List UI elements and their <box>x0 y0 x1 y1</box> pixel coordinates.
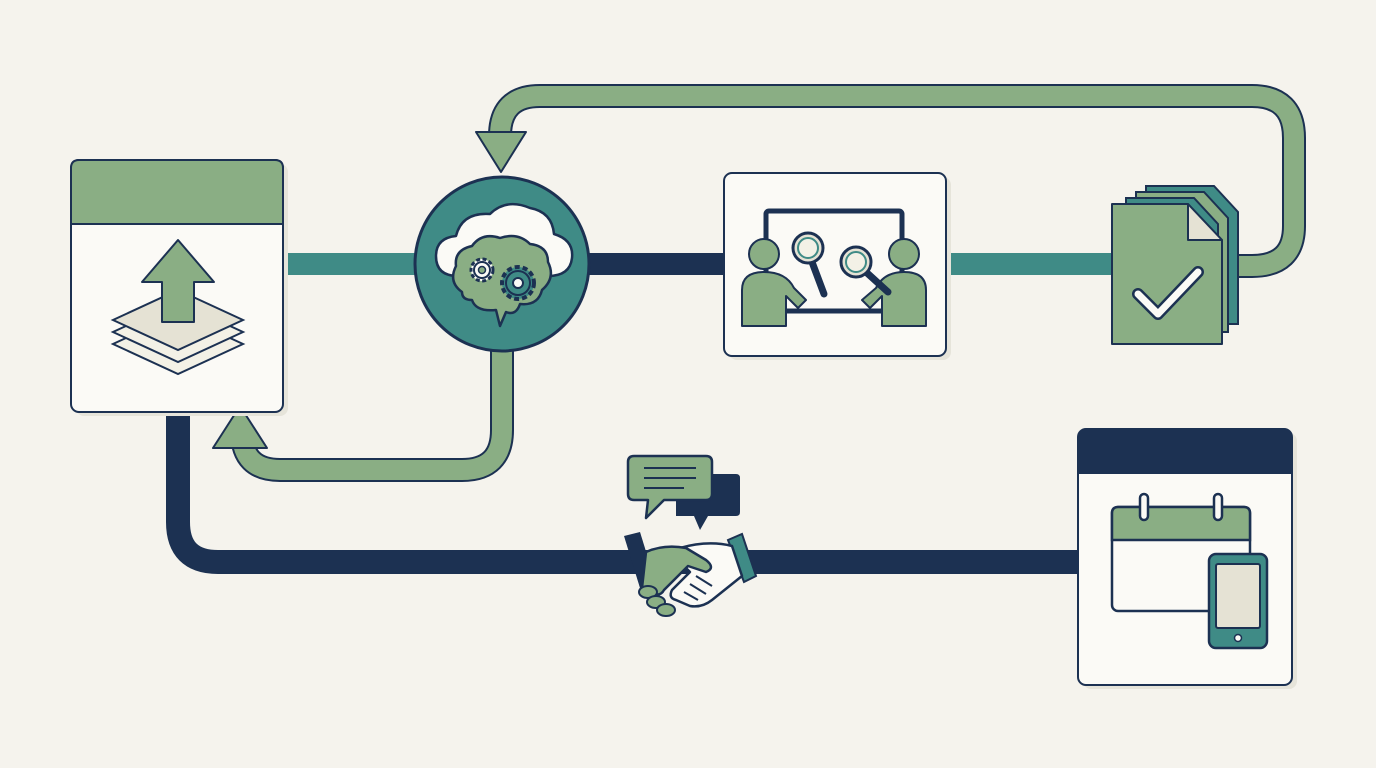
handshake-icon <box>624 532 758 617</box>
cloud-brain-gears-icon <box>434 202 574 328</box>
approved-documents-node <box>1111 185 1239 345</box>
ai-processing-node <box>413 175 591 353</box>
agreement-node <box>624 454 758 617</box>
review-card <box>723 172 951 360</box>
feedback-arrowhead-bottom <box>212 405 268 449</box>
upload-stack-icon <box>110 239 246 376</box>
connector-ai-to-review <box>584 253 730 275</box>
connector-upload-to-schedule <box>166 412 1082 574</box>
calendar-phone-icon <box>1110 492 1269 650</box>
document-check-icon <box>1111 185 1239 345</box>
upload-card <box>70 159 288 416</box>
schedule-card <box>1077 428 1297 689</box>
connector-review-to-documents <box>944 253 1116 275</box>
people-magnifier-icon <box>741 208 927 327</box>
connector-upload-to-ai <box>282 253 422 275</box>
feedback-arrowhead-top <box>475 131 527 173</box>
chat-bubbles-icon <box>626 454 740 530</box>
connectors <box>166 84 1306 574</box>
